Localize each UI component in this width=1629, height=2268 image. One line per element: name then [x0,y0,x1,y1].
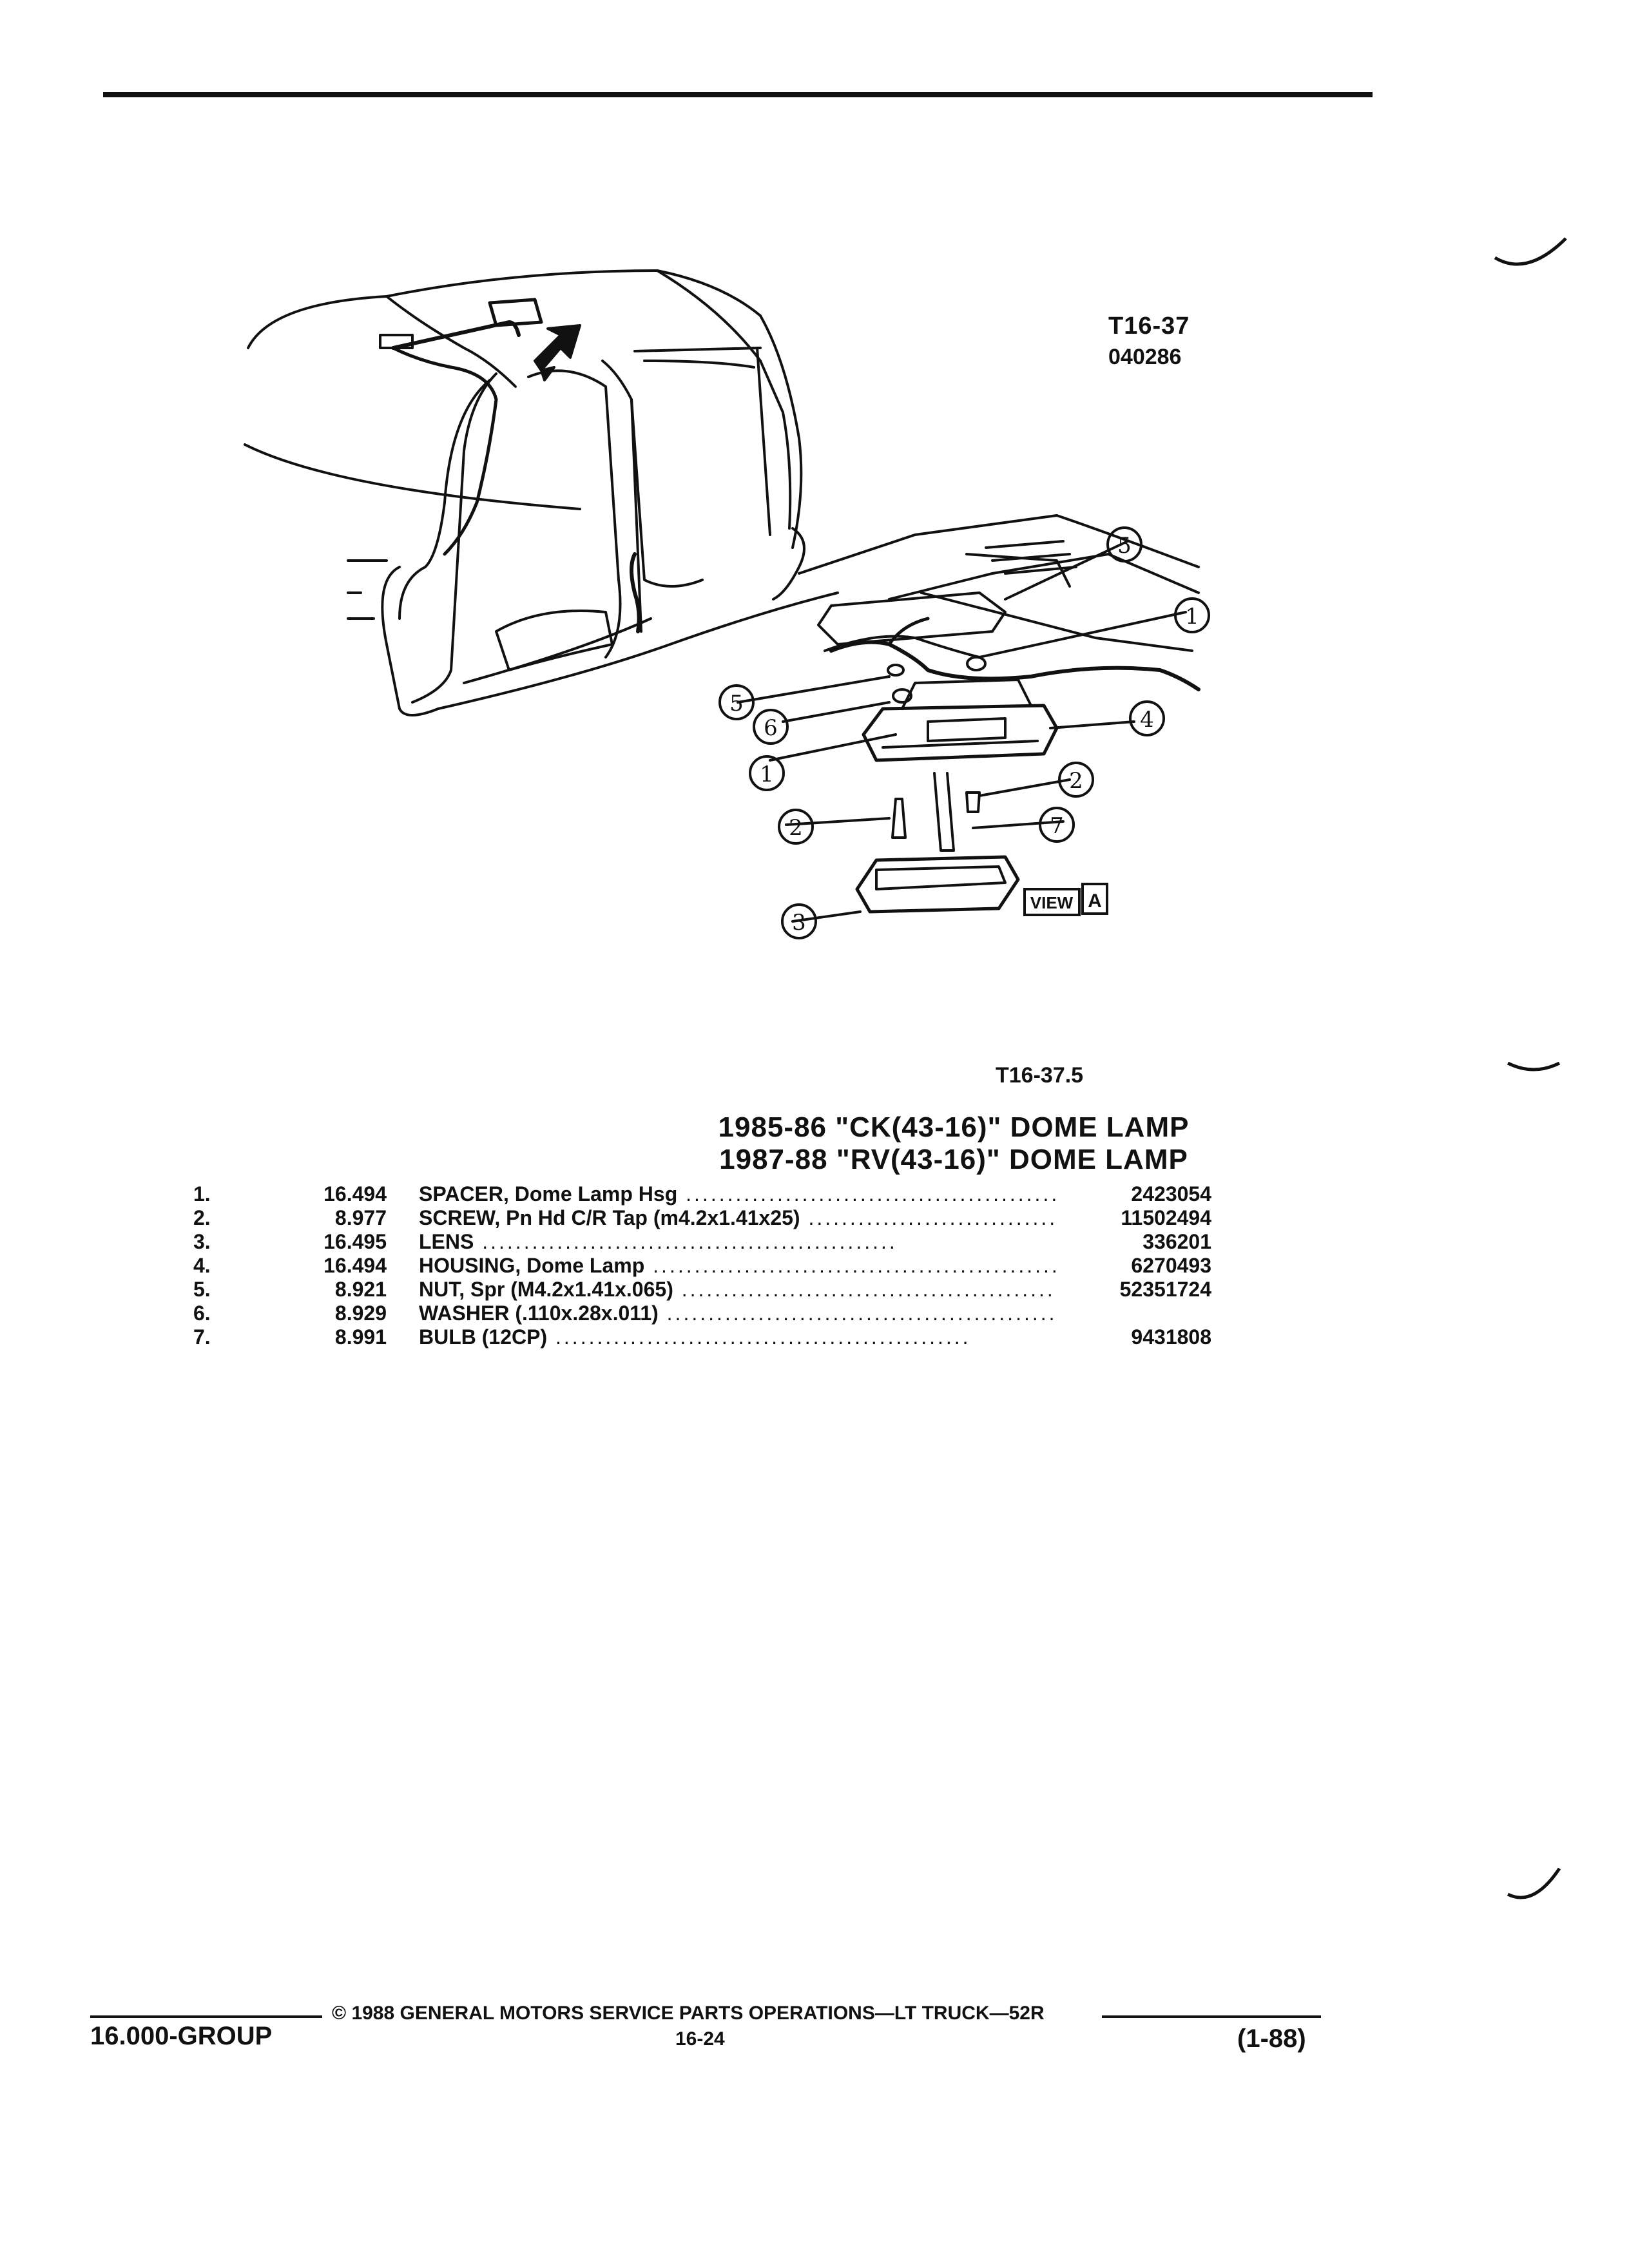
group-number: 16.494 [323,1254,387,1277]
parts-row: 5. 8.921 NUT, Spr (M4.2x1.41x.065) .....… [193,1278,1211,1302]
svg-text:5: 5 [1117,533,1132,559]
callout-7: 7 [1039,807,1075,843]
callout-4: 4 [1129,700,1165,736]
part-description: WASHER (.110x.28x.011) .................… [419,1302,1057,1325]
svg-text:7: 7 [1050,813,1064,839]
svg-text:5: 5 [729,691,744,716]
callout-3: 3 [781,903,817,939]
footer-page-number: 16-24 [675,2028,725,2050]
parts-row: 3. 16.495 LENS .........................… [193,1230,1211,1254]
svg-text:3: 3 [792,910,806,936]
group-number: 16.495 [323,1230,387,1253]
callout-5-left: 5 [718,684,755,720]
svg-text:A: A [1088,890,1102,912]
callout-5-upper: 5 [1106,526,1142,562]
parts-list: 1. 16.494 SPACER, Dome Lamp Hsg ........… [193,1182,1211,1349]
title-line-2: 1987-88 "RV(43-16)" DOME LAMP [719,1144,1188,1175]
sub-figure-code: T16-37.5 [996,1063,1084,1088]
item-number: 2. [193,1206,211,1229]
part-number: 11502494 [1121,1206,1211,1229]
item-number: 3. [193,1230,211,1253]
parts-row: 1. 16.494 SPACER, Dome Lamp Hsg ........… [193,1182,1211,1206]
part-description: SCREW, Pn Hd C/R Tap (m4.2x1.41x25) ....… [419,1206,1057,1229]
figure-sub-code: 040286 [1108,345,1182,369]
callout-2-right: 2 [1058,762,1094,798]
group-number: 8.929 [334,1302,387,1325]
top-rule [103,92,1373,97]
group-number: 8.977 [334,1206,387,1229]
svg-text:4: 4 [1140,707,1154,733]
parts-row: 2. 8.977 SCREW, Pn Hd C/R Tap (m4.2x1.41… [193,1206,1211,1230]
margin-marks [1494,237,1567,1899]
svg-text:2: 2 [789,815,803,841]
title-line-1: 1985-86 "CK(43-16)" DOME LAMP [718,1111,1190,1143]
part-description: LENS ...................................… [419,1230,898,1253]
svg-text:VIEW: VIEW [1030,893,1074,912]
item-number: 5. [193,1278,211,1301]
footer-rule-left [90,2015,322,2018]
footer-rule-right [1102,2015,1321,2018]
callout-1-upper: 1 [1174,597,1210,633]
footer-copyright: © 1988 GENERAL MOTORS SERVICE PARTS OPER… [332,2003,1045,2024]
figure-code: T16-37 [1108,312,1190,340]
part-number: 6270493 [1131,1254,1211,1277]
part-description: HOUSING, Dome Lamp .....................… [419,1254,1057,1277]
svg-text:2: 2 [1069,768,1083,794]
footer-revision: (1-88) [1237,2024,1306,2053]
part-number: 336201 [1142,1230,1211,1253]
callout-1-left: 1 [749,755,785,791]
parts-row: 7. 8.991 BULB (12CP) ...................… [193,1325,1211,1349]
callout-6: 6 [753,709,789,745]
svg-text:1: 1 [1185,604,1199,629]
part-description: NUT, Spr (M4.2x1.41x.065) ..............… [419,1278,1057,1301]
group-number: 8.991 [334,1325,387,1349]
footer-group: 16.000-GROUP [90,2022,273,2050]
svg-text:6: 6 [764,715,778,741]
item-number: 7. [193,1325,211,1349]
part-description: SPACER, Dome Lamp Hsg ..................… [419,1182,1057,1206]
item-number: 4. [193,1254,211,1277]
part-number: 2423054 [1131,1182,1211,1206]
group-number: 16.494 [323,1182,387,1206]
dome-lamp-diagram: 5 1 4 2 7 3 5 6 1 2 VIEW A [244,269,1210,939]
callout-2-left: 2 [778,809,814,845]
view-a-label: VIEW A [1023,883,1108,916]
cab-interior-illustration [244,269,839,716]
part-description: BULB (12CP) ............................… [419,1325,971,1349]
part-number: 52351724 [1119,1278,1211,1301]
svg-text:1: 1 [760,762,774,787]
item-number: 1. [193,1182,211,1206]
callout-bubbles: 5 1 4 2 7 3 5 6 1 2 [718,526,1210,939]
parts-row: 6. 8.929 WASHER (.110x.28x.011) ........… [193,1302,1211,1325]
part-number: 9431808 [1131,1325,1211,1349]
parts-row: 4. 16.494 HOUSING, Dome Lamp ...........… [193,1254,1211,1278]
group-number: 8.921 [334,1278,387,1301]
item-number: 6. [193,1302,211,1325]
